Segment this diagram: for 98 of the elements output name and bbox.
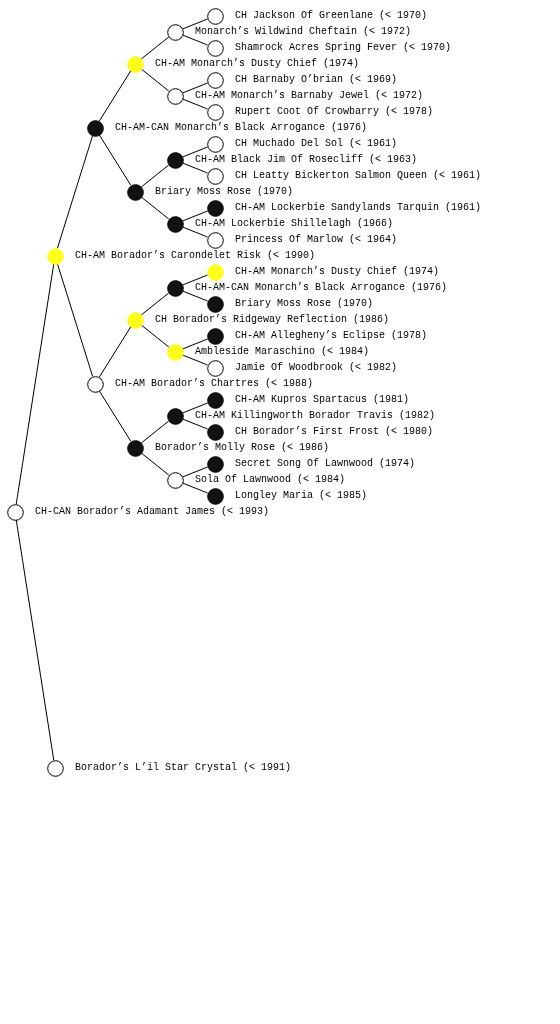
name-label: CH-AM Monarch’s Barnaby Jewel (< 1972) [195, 90, 424, 102]
pedigree-line [140, 324, 170, 348]
pedigree-circle [206, 71, 224, 89]
pedigree-circle [206, 295, 224, 313]
pedigree-line [181, 402, 209, 414]
name-label: CH Jackson Of Greenlane (< 1970) [235, 10, 428, 22]
pedigree-circle [166, 151, 184, 169]
name-label: CH Leatty Bickerton Salmon Queen (< 1961) [235, 170, 482, 182]
name-label: CH-AM Borador’s Carondelet Risk (< 1990) [75, 250, 316, 262]
name-label: CH-AM Kupros Spartacus (1981) [235, 394, 410, 406]
pedigree-circle [126, 55, 144, 73]
name-label: CH-AM Allegheny’s Eclipse (1978) [235, 330, 428, 342]
pedigree-circle [206, 7, 224, 25]
pedigree-circle [206, 327, 224, 345]
pedigree-line [140, 292, 170, 316]
pedigree-line [181, 210, 209, 222]
pedigree-circle [206, 231, 224, 249]
name-label: CH-AM-CAN Monarch’s Black Arrogance (1976) [195, 282, 448, 294]
pedigree-line [181, 98, 209, 110]
pedigree-line [98, 326, 132, 378]
pedigree-circle [6, 503, 24, 521]
pedigree-circle [206, 167, 224, 185]
pedigree-circle [166, 407, 184, 425]
pedigree-circle [86, 375, 104, 393]
pedigree-circle [86, 119, 104, 137]
pedigree-line [181, 146, 209, 158]
pedigree-line [181, 290, 209, 302]
name-label: CH-AM Borador’s Chartres (< 1988) [115, 378, 314, 390]
pedigree-circle [206, 135, 224, 153]
name-label: Rupert Coot Of Crowbarry (< 1978) [235, 106, 434, 118]
pedigree-circle [166, 471, 184, 489]
pedigree-line [98, 70, 132, 122]
name-label: Briary Moss Rose (1970) [235, 298, 374, 310]
name-label: CH-AM-CAN Monarch’s Black Arrogance (1976) [115, 122, 368, 134]
pedigree-line [181, 338, 209, 350]
pedigree-circle [206, 455, 224, 473]
name-label: CH Barnaby O’brian (< 1969) [235, 74, 398, 86]
pedigree-circle [166, 23, 184, 41]
pedigree-circle [206, 423, 224, 441]
pedigree-line [15, 519, 55, 761]
pedigree-line [181, 226, 209, 238]
pedigree-line [181, 274, 209, 286]
pedigree-circle [206, 359, 224, 377]
pedigree-circle [126, 183, 144, 201]
pedigree-circle [46, 247, 64, 265]
pedigree-line [181, 466, 209, 478]
pedigree-circle [126, 311, 144, 329]
pedigree-line [15, 263, 55, 505]
pedigree-circle [206, 103, 224, 121]
name-label: Secret Song Of Lawnwood (1974) [235, 458, 416, 470]
pedigree-line [140, 36, 170, 60]
name-label: CH-AM Lockerbie Shillelagh (1966) [195, 218, 394, 230]
name-label: Monarch’s Wildwind Cheftain (< 1972) [195, 26, 412, 38]
name-label: Briary Moss Rose (1970) [155, 186, 294, 198]
pedigree-line [181, 418, 209, 430]
name-label: CH Muchado Del Sol (< 1961) [235, 138, 398, 150]
pedigree-circle [166, 215, 184, 233]
pedigree-line [181, 354, 209, 366]
name-label: Borador’s Molly Rose (< 1986) [155, 442, 330, 454]
pedigree-circle [166, 87, 184, 105]
pedigree-line [140, 196, 170, 220]
name-label: Sola Of Lawnwood (< 1984) [195, 474, 346, 486]
pedigree-line [140, 452, 170, 476]
name-label: CH Borador’s Ridgeway Reflection (1986) [155, 314, 390, 326]
pedigree-line [56, 263, 94, 377]
pedigree-circle [166, 343, 184, 361]
name-label: Longley Maria (< 1985) [235, 490, 368, 502]
pedigree-circle [206, 39, 224, 57]
pedigree-circle [206, 487, 224, 505]
name-label: CH-AM Lockerbie Sandylands Tarquin (1961) [235, 202, 482, 214]
pedigree-line [140, 68, 170, 92]
name-label: Jamie Of Woodbrook (< 1982) [235, 362, 398, 374]
name-label: Ambleside Maraschino (< 1984) [195, 346, 370, 358]
pedigree-line [181, 18, 209, 30]
pedigree-circle [126, 439, 144, 457]
name-label: CH Borador’s First Frost (< 1980) [235, 426, 434, 438]
pedigree-circle [206, 263, 224, 281]
name-label: CH-AM Monarch’s Dusty Chief (1974) [235, 266, 440, 278]
name-label: CH-AM Black Jim Of Rosecliff (< 1963) [195, 154, 418, 166]
pedigree-line [56, 135, 94, 249]
name-label: CH-AM Killingworth Borador Travis (1982) [195, 410, 436, 422]
pedigree-line [98, 134, 132, 186]
pedigree-circle [206, 391, 224, 409]
pedigree-line [181, 82, 209, 94]
pedigree-line [140, 164, 170, 188]
name-label: CH-AM Monarch’s Dusty Chief (1974) [155, 58, 360, 70]
pedigree-line [140, 420, 170, 444]
pedigree-circle [46, 759, 64, 777]
name-label: CH-CAN Borador’s Adamant James (< 1993) [35, 506, 270, 518]
pedigree-circle [206, 199, 224, 217]
pedigree-line [181, 34, 209, 46]
pedigree-line [181, 482, 209, 494]
pedigree-line [181, 162, 209, 174]
name-label: Borador’s L’il Star Crystal (< 1991) [75, 762, 292, 774]
pedigree-line [98, 390, 132, 442]
name-label: Princess Of Marlow (< 1964) [235, 234, 398, 246]
pedigree-circle [166, 279, 184, 297]
name-label: Shamrock Acres Spring Fever (< 1970) [235, 42, 452, 54]
